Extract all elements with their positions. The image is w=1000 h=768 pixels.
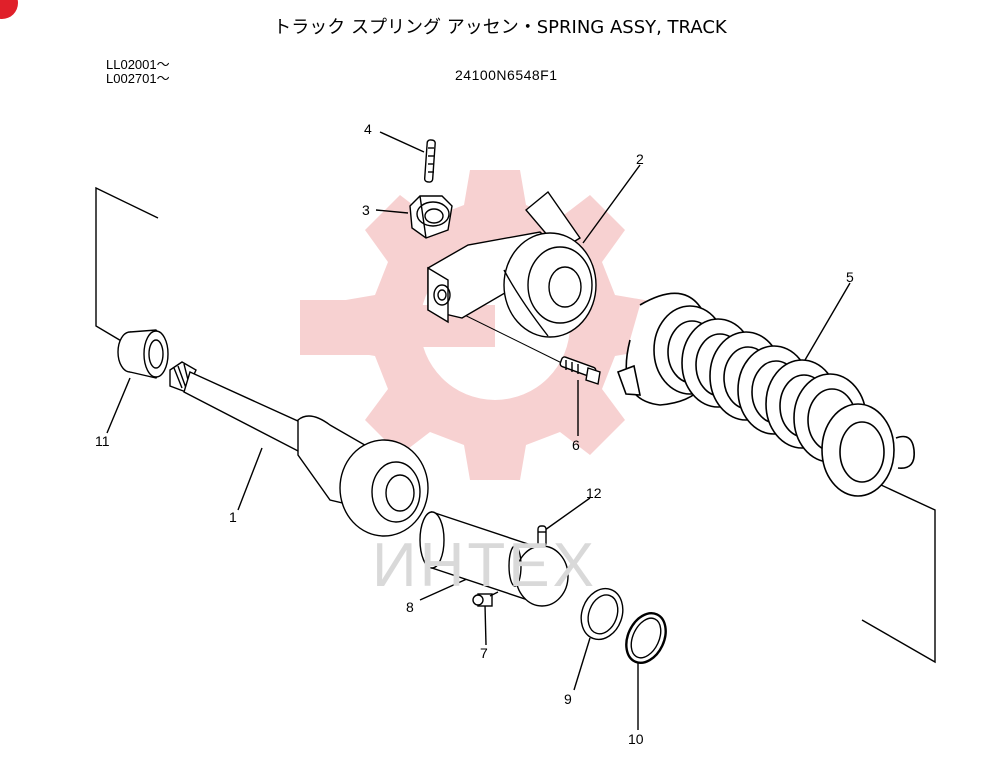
leader-12 — [544, 497, 591, 531]
serial-range-2: L002701～ — [106, 71, 170, 86]
part-number: 24100N6548F1 — [455, 67, 558, 83]
corner-badge — [0, 0, 18, 19]
callout-11: 11 — [95, 433, 110, 449]
callout-9: 9 — [564, 691, 572, 707]
leader-2 — [582, 164, 641, 244]
leader-4 — [379, 131, 425, 153]
snapring-part-10 — [625, 612, 667, 664]
leader-1 — [237, 447, 263, 511]
leader-7 — [484, 604, 487, 646]
pin-part-12 — [537, 525, 547, 547]
callout-10: 10 — [628, 731, 644, 747]
watermark-gear — [300, 170, 650, 480]
fitting-part-7 — [472, 591, 499, 607]
pin-part-4 — [423, 139, 436, 183]
collar-part-11 — [117, 329, 169, 379]
page-title: トラック スプリング アッセン・SPRING ASSY, TRACK — [273, 17, 727, 38]
callout-12: 12 — [586, 485, 602, 501]
callout-1: 1 — [229, 509, 237, 525]
axis-frame-left — [95, 186, 159, 346]
cylinder-part-8 — [419, 511, 569, 607]
ring-part-9 — [580, 587, 624, 641]
callout-3: 3 — [362, 202, 370, 218]
leader-3 — [375, 209, 409, 214]
leader-11 — [106, 377, 131, 434]
callout-7: 7 — [480, 645, 488, 661]
axis-frame-right — [839, 465, 936, 664]
callout-5: 5 — [846, 269, 854, 285]
leader-5 — [797, 282, 851, 373]
bolt-part-6 — [559, 356, 601, 385]
callout-4: 4 — [364, 121, 372, 137]
rod-part-1 — [169, 361, 429, 537]
watermark-text: ИНТЕХ — [372, 531, 597, 600]
callout-8: 8 — [406, 599, 414, 615]
yoke-part-2 — [427, 190, 597, 338]
callout-6: 6 — [572, 437, 580, 453]
callout-2: 2 — [636, 151, 644, 167]
leader-9 — [573, 637, 591, 691]
nut-part-3 — [409, 195, 453, 239]
serial-range-1: LL02001～ — [106, 57, 170, 72]
spring-part-5 — [616, 292, 915, 497]
